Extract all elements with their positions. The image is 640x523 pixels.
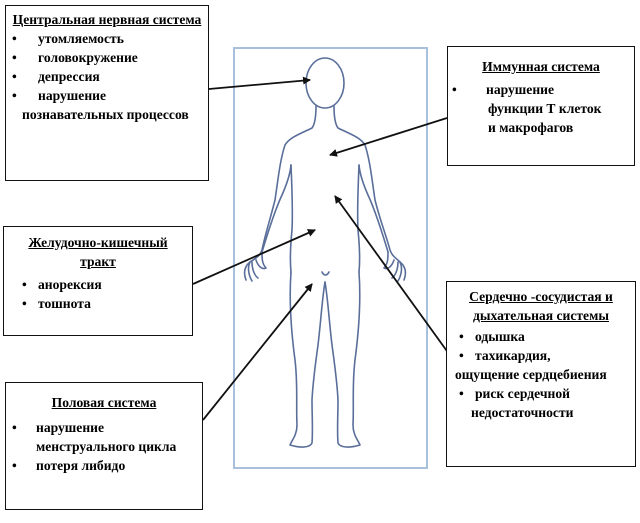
reproductive-box: Половая система • нарушение менструального… [5, 382, 203, 510]
list-item: • анорексия [10, 275, 186, 294]
immune-list: • нарушение функции Т клеток и макрофагов [452, 80, 628, 137]
cns-title: Центральная нервная система [12, 12, 202, 27]
bullet: • [12, 69, 17, 84]
list-item: • тошнота [10, 294, 186, 313]
bullet: • [459, 348, 464, 363]
list-item: • головокружение [12, 48, 202, 67]
item-text: нарушение [38, 88, 107, 103]
reproductive-title: Половая система [51, 395, 157, 410]
bullet: • [459, 329, 464, 344]
bullet: • [12, 50, 17, 65]
cns-box: Центральная нервная система • утомляемост… [5, 5, 209, 181]
item-text-continued: функции Т клеток [488, 101, 602, 116]
bullet: • [459, 386, 464, 401]
bullet: • [22, 296, 27, 311]
bullet: • [452, 82, 457, 97]
list-item: • утомляемость [12, 29, 202, 48]
arrow-gi [192, 229, 316, 285]
gi-list: • анорексия • тошнота [10, 275, 186, 313]
item-text-continued: недостаточности [471, 405, 574, 420]
list-item: • депрессия [12, 67, 202, 86]
gi-box: Желудочно-кишечный тракт • анорексия • тош… [3, 226, 193, 336]
item-text-continued: познавательных процессов [22, 107, 189, 122]
bullet: • [22, 277, 27, 292]
head [305, 57, 345, 109]
bullet: • [12, 31, 17, 46]
item-text-continued: ощущение сердцебиения [455, 367, 607, 382]
item-text: потеря либидо [36, 458, 126, 473]
bullet: • [12, 420, 17, 435]
item-text-continued-2: и макрофагов [488, 120, 574, 135]
item-text: тахикардия, [475, 348, 551, 363]
arrow-cardio [334, 195, 458, 366]
body-outline [243, 57, 407, 448]
list-item: • тахикардия, ощущение сердцебиения [451, 346, 631, 384]
list-item: • риск сердечной недостаточности [451, 384, 631, 422]
list-item: • нарушение функции Т клеток и макрофагов [452, 80, 628, 137]
arrow-reproductive [202, 283, 313, 421]
arrow-cns [208, 76, 311, 90]
cardio-box: Сердечно -сосудистая и дыхательная систе… [446, 281, 636, 467]
gi-title: Желудочно-кишечный тракт [28, 235, 168, 269]
item-text: депрессия [38, 69, 100, 84]
list-item: • потеря либидо [12, 456, 196, 475]
reproductive-list: • нарушение менструального цикла • потеря л… [12, 418, 196, 475]
bullet: • [12, 458, 17, 473]
immune-box: Иммунная система • нарушение функции Т кле… [447, 46, 635, 166]
immune-title: Иммунная система [482, 59, 600, 74]
item-text: тошнота [38, 296, 91, 311]
figure-frame [233, 47, 428, 469]
arrows [192, 76, 458, 421]
item-text: анорексия [38, 277, 102, 292]
item-text: головокружение [38, 50, 138, 65]
cardio-list: • одышка • тахикардия, ощущение сердцебиени… [451, 327, 631, 422]
arrow-immune [329, 117, 448, 157]
cns-list: • утомляемость • головокружение • депрессия… [12, 29, 202, 124]
item-text: нарушение [486, 82, 555, 97]
list-item: • нарушение менструального цикла [12, 418, 196, 456]
item-text: одышка [475, 329, 525, 344]
list-item: • одышка [451, 327, 631, 346]
list-item: • нарушение познавательных процессов [12, 86, 202, 124]
item-text: нарушение [36, 420, 105, 435]
item-text: утомляемость [38, 31, 124, 46]
item-text-continued: менструального цикла [36, 439, 177, 454]
bullet: • [12, 88, 17, 103]
cardio-title: Сердечно -сосудистая и дыхательная систе… [469, 289, 613, 323]
item-text: риск сердечной [475, 386, 570, 401]
